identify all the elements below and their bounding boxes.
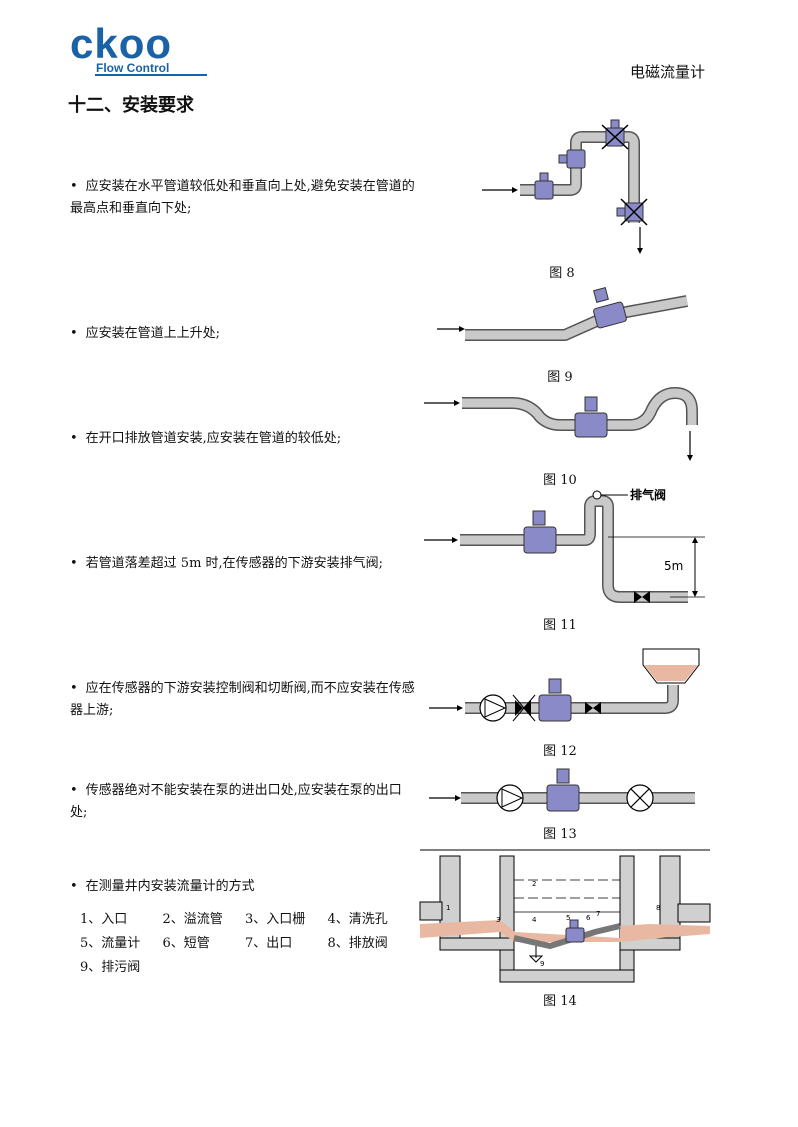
requirement-text: 应在传感器的下游安装控制阀和切断阀,而不应安装在传感器上游; xyxy=(70,681,415,718)
legend-row: 5、流量计 6、短管 7、出口 8、排放阀 xyxy=(80,932,410,956)
fig14-label-6: 6 xyxy=(586,914,591,922)
legend-item: 1、入口 xyxy=(80,912,128,927)
requirement-1: •应安装在水平管道较低处和垂直向上处,避免安装在管道的最高点和垂直向下处; xyxy=(70,176,415,220)
bullet: • xyxy=(70,681,78,696)
requirement-text: 应安装在管道上上升处; xyxy=(85,326,221,341)
bullet: • xyxy=(70,431,78,446)
legend-row: 1、入口 2、溢流管 3、入口栅 4、清洗孔 xyxy=(80,908,410,932)
figure-caption-14: 图 14 xyxy=(543,994,577,1009)
figure-10-diagram xyxy=(424,387,698,461)
legend-item: 6、短管 xyxy=(162,936,210,951)
bullet: • xyxy=(70,179,78,194)
legend-row: 9、排污阀 xyxy=(80,956,410,980)
document-title: 电磁流量计 xyxy=(630,63,706,81)
legend-item: 8、排放阀 xyxy=(327,936,388,951)
section-heading: 十二、安装要求 xyxy=(68,95,194,116)
legend-item: 3、入口栅 xyxy=(245,912,306,927)
fig14-label-2: 2 xyxy=(532,880,536,888)
requirement-2: • 应安装在管道上上升处; xyxy=(70,323,415,345)
requirement-text: 若管道落差超过 5m 时,在传感器的下游安装排气阀; xyxy=(85,556,384,571)
requirement-text: 在开口排放管道安装,应安装在管道的较低处; xyxy=(85,431,342,446)
figure-caption-11: 图 11 xyxy=(543,618,577,633)
requirement-3: • 在开口排放管道安装,应安装在管道的较低处; xyxy=(70,428,415,450)
legend-item: 7、出口 xyxy=(245,936,293,951)
bullet: • xyxy=(70,879,78,894)
bullet: • xyxy=(70,783,78,798)
legend-item: 4、清洗孔 xyxy=(327,912,388,927)
logo-wordmark: ckoo xyxy=(70,20,173,67)
requirement-text: 应安装在水平管道较低处和垂直向上处,避免安装在管道的最高点和垂直向下处; xyxy=(70,179,415,216)
legend-item: 9、排污阀 xyxy=(80,960,141,975)
figure-13-diagram xyxy=(429,768,695,812)
fig14-label-1: 1 xyxy=(446,904,450,912)
figure-caption-10: 图 10 xyxy=(543,473,577,488)
requirement-6: •传感器绝对不能安装在泵的进出口处,应安装在泵的出口处; xyxy=(70,780,415,824)
figure-14-diagram: 1 2 3 4 5 6 7 8 9 xyxy=(419,849,711,983)
requirement-text: 传感器绝对不能安装在泵的进出口处,应安装在泵的出口处; xyxy=(70,783,402,820)
logo-underline xyxy=(95,74,207,76)
bullet: • xyxy=(70,326,78,341)
figure-caption-12: 图 12 xyxy=(543,744,577,759)
fig14-label-5: 5 xyxy=(566,914,570,922)
drop-height-label: 5m xyxy=(664,559,683,573)
figure-8-diagram xyxy=(482,119,648,254)
fig14-label-9: 9 xyxy=(540,960,544,968)
requirement-4: • 若管道落差超过 5m 时,在传感器的下游安装排气阀; xyxy=(70,553,415,575)
legend-item: 2、溢流管 xyxy=(162,912,223,927)
fig14-legend: 1、入口 2、溢流管 3、入口栅 4、清洗孔 5、流量计 6、短管 7、出口 8… xyxy=(80,908,410,980)
fig14-label-3: 3 xyxy=(496,916,500,924)
figure-11-diagram: 排气阀 5m xyxy=(424,487,705,603)
requirement-text: 在测量井内安装流量计的方式 xyxy=(85,879,255,894)
figure-caption-8: 图 8 xyxy=(549,266,575,281)
figure-9-diagram xyxy=(437,287,689,341)
requirement-7: • 在测量井内安装流量计的方式 xyxy=(70,876,415,898)
figure-12-diagram xyxy=(429,648,700,722)
fig14-label-4: 4 xyxy=(532,916,537,924)
requirement-5: •应在传感器的下游安装控制阀和切断阀,而不应安装在传感器上游; xyxy=(70,678,415,722)
logo-subtitle: Flow Control xyxy=(96,61,170,75)
legend-item: 5、流量计 xyxy=(80,936,141,951)
bullet: • xyxy=(70,556,78,571)
figure-caption-13: 图 13 xyxy=(543,827,577,842)
fig14-label-7: 7 xyxy=(596,910,600,918)
figure-caption-9: 图 9 xyxy=(547,370,573,385)
vent-valve-label: 排气阀 xyxy=(630,487,666,502)
fig14-label-8: 8 xyxy=(656,904,660,912)
